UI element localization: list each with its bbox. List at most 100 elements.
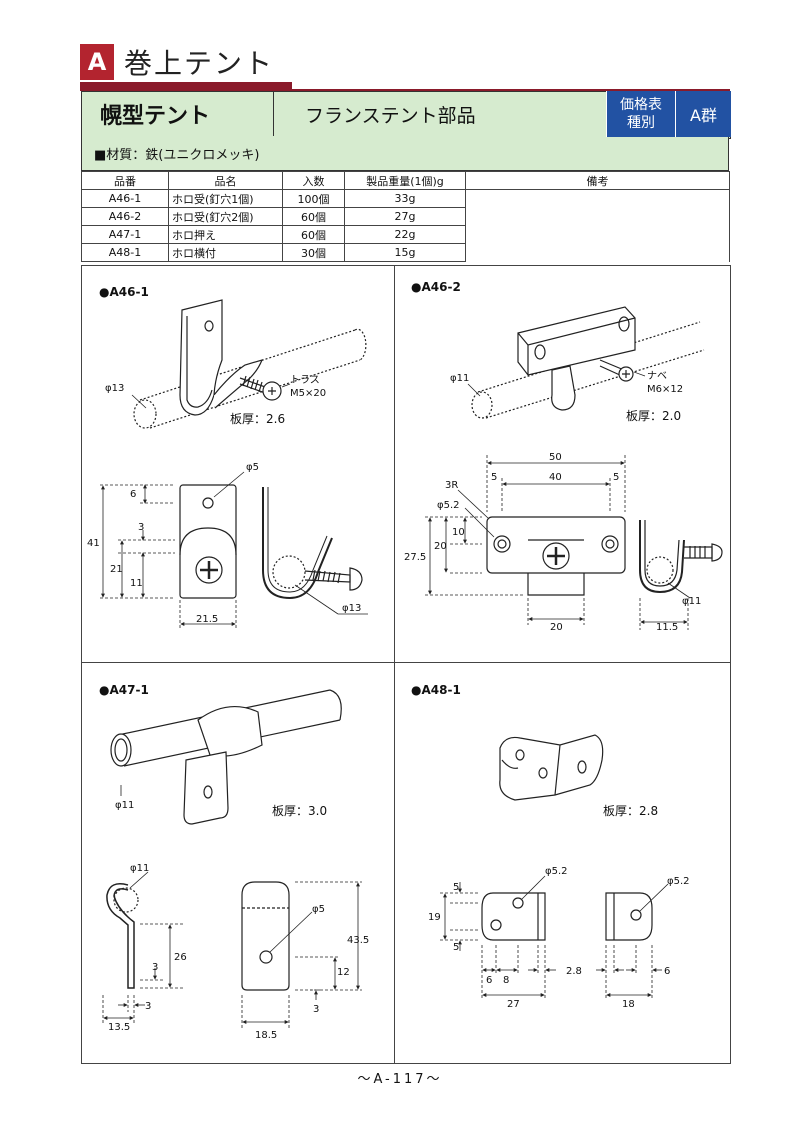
bracket-illustration xyxy=(499,734,604,801)
dim-label: 40 xyxy=(549,472,562,483)
thickness-label: 板厚：2.6 xyxy=(230,412,285,426)
dim-label: 2.8 xyxy=(566,966,582,977)
category-subtitle: フランステント部品 xyxy=(305,104,476,127)
bracket-illustration xyxy=(179,299,282,416)
dim-label: 18.5 xyxy=(255,1030,277,1041)
section-rule xyxy=(80,82,292,89)
pipe-dia-label: φ11 xyxy=(115,800,134,811)
thickness-label: 板厚：2.0 xyxy=(626,409,681,423)
cell-remarks xyxy=(465,189,730,262)
table-row: A46-2 ホロ受(釘穴2個) 60個 27g xyxy=(81,207,730,226)
section-title: 巻上テント xyxy=(124,47,275,80)
dim-label: 19 xyxy=(428,912,441,923)
col-header: 品番 xyxy=(81,171,169,190)
dim-label: 12 xyxy=(337,967,350,978)
dimension-lines xyxy=(102,923,185,1025)
pipe-dia-label: φ11 xyxy=(682,596,701,607)
price-type-line2: 種別 xyxy=(627,115,655,131)
cell-qty: 30個 xyxy=(282,243,345,262)
material-line: ■材質：鉄(ユニクロメッキ) xyxy=(81,137,729,171)
panel-a48-1: ●A48-1 板厚：2.8 φ5.2 φ5.2 xyxy=(411,683,690,1010)
hole-dia-label: φ5 xyxy=(312,904,325,915)
pipe-dia-label: φ11 xyxy=(450,373,469,384)
part-title: ●A48-1 xyxy=(411,683,461,697)
table-row: A48-1 ホロ横付 30個 15g xyxy=(81,243,730,262)
dim-label: 21.5 xyxy=(196,614,218,625)
frame-divider-horizontal xyxy=(81,662,730,663)
table-header-row: 品番 品名 入数 製品重量(1個)g 備考 xyxy=(81,171,730,190)
screw-size-label: M5×20 xyxy=(290,388,326,399)
dim-label: 3 xyxy=(138,522,144,533)
dim-label: 13.5 xyxy=(108,1022,130,1033)
panel-a47-1: ●A47-1 φ11 板厚：3.0 φ11 xyxy=(99,683,369,1041)
pipe-dia-label: φ13 xyxy=(342,603,361,614)
cell-weight: 15g xyxy=(344,243,466,262)
dimension-lines xyxy=(425,455,626,625)
side-view xyxy=(639,520,723,599)
hole-dia-label: φ5 xyxy=(246,462,259,473)
screw-size-label: M6×12 xyxy=(647,384,683,395)
dim-label: 11.5 xyxy=(656,622,678,633)
dimension-lines xyxy=(241,881,362,1028)
dim-label: 50 xyxy=(549,452,562,463)
part-title: ●A47-1 xyxy=(99,683,149,697)
cell-name: ホロ押え xyxy=(168,225,283,244)
bracket-illustration xyxy=(517,306,636,411)
frame-divider-vertical xyxy=(394,265,395,1063)
front-view xyxy=(486,516,626,596)
pipe-dia-label: φ11 xyxy=(130,863,149,874)
thickness-label: 板厚：2.8 xyxy=(603,804,658,818)
side-view xyxy=(605,883,669,941)
panel-a46-2: ●A46-2 φ11 ナベ M6×12 板厚：2.0 xyxy=(404,280,723,633)
panel-a46-1: ●A46-1 φ13 トラス M5×20 板厚：2.6 xyxy=(87,285,368,630)
dim-label: 27.5 xyxy=(404,552,426,563)
price-type-label: 価格表 種別 xyxy=(606,91,675,137)
dim-label: 6 xyxy=(664,966,670,977)
price-type-line1: 価格表 xyxy=(620,97,662,113)
dim-label: 41 xyxy=(87,538,100,549)
front-view xyxy=(179,471,245,599)
dim-label: 3 xyxy=(152,962,158,973)
dim-label: 5 xyxy=(491,472,497,483)
screw-type-label: ナベ xyxy=(647,370,667,382)
cell-code: A48-1 xyxy=(81,243,169,262)
bracket-illustration xyxy=(183,706,263,825)
col-header: 製品重量(1個)g xyxy=(344,171,466,190)
side-view xyxy=(106,871,149,989)
part-title: ●A46-2 xyxy=(411,280,461,294)
dim-label: 5 xyxy=(453,942,459,953)
table-row: A47-1 ホロ押え 60個 22g xyxy=(81,225,730,244)
section-badge: A xyxy=(80,44,114,80)
dim-label: 21 xyxy=(110,564,123,575)
screw-type-label: トラス xyxy=(290,374,320,386)
table-row: A46-1 ホロ受(釘穴1個) 100個 33g xyxy=(81,189,730,262)
dim-label: 18 xyxy=(622,999,635,1010)
dim-label: 3 xyxy=(313,1004,319,1015)
dim-label: 5 xyxy=(613,472,619,483)
dim-label: 6 xyxy=(486,975,492,986)
part-title: ●A46-1 xyxy=(99,285,149,299)
dim-label: 8 xyxy=(503,975,509,986)
hole-dia-label: φ5.2 xyxy=(545,866,568,877)
hole-dia-label: φ5.2 xyxy=(667,876,690,887)
dim-label: 20 xyxy=(550,622,563,633)
front-view xyxy=(241,881,313,991)
hole-dia-label: φ5.2 xyxy=(437,500,460,511)
dim-label: 3R xyxy=(445,480,458,491)
category-title: 幌型テント xyxy=(82,92,274,136)
drawing-frame xyxy=(81,265,731,1064)
pipe-dia-label: φ13 xyxy=(105,383,124,394)
dim-label: 3 xyxy=(145,1001,151,1012)
dimension-lines xyxy=(440,882,662,1000)
dim-label: 6 xyxy=(130,489,136,500)
dimension-lines xyxy=(100,484,237,630)
dim-label: 5 xyxy=(453,882,459,893)
thickness-label: 板厚：3.0 xyxy=(272,804,327,818)
side-view xyxy=(262,487,368,615)
col-header: 品名 xyxy=(168,171,283,190)
dim-label: 20 xyxy=(434,541,447,552)
dim-label: 11 xyxy=(130,578,143,589)
cell-qty: 60個 xyxy=(282,207,345,226)
price-group: A群 xyxy=(675,91,731,137)
